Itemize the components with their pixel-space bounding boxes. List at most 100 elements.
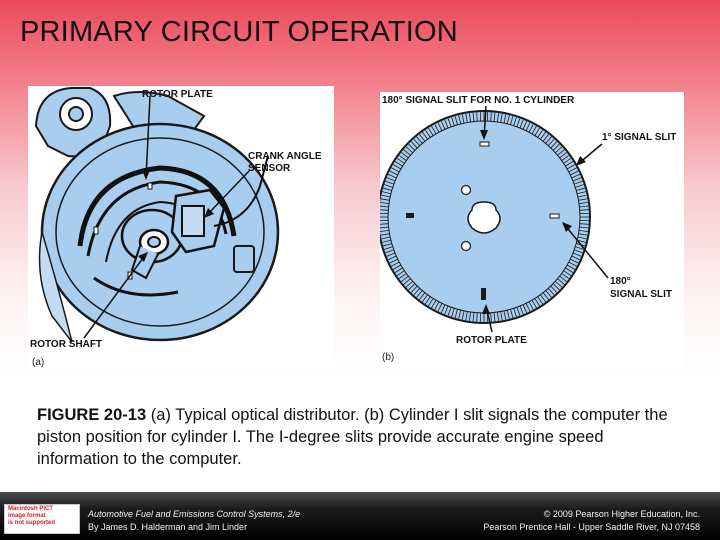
- slit-tick: [382, 191, 391, 195]
- footer-bar: Macintosh PICT image format is not suppo…: [0, 492, 720, 540]
- slit-tick: [424, 129, 431, 138]
- slide-title: PRIMARY CIRCUIT OPERATION: [20, 16, 458, 48]
- slit-tick: [571, 255, 581, 261]
- slit-tick: [500, 113, 503, 123]
- slit-tick: [419, 292, 426, 300]
- slit-tick: [465, 113, 468, 123]
- slit-tick: [516, 307, 521, 316]
- slit-tick: [382, 243, 392, 247]
- figure-a-distributor: ROTOR PLATE CRANK ANGLE SENSOR ROTOR SHA…: [28, 86, 334, 368]
- slit-tick: [451, 117, 455, 126]
- slit-tick: [574, 180, 583, 185]
- slit-tick: [579, 209, 589, 211]
- slit-tick: [545, 290, 552, 298]
- slit-tick: [408, 143, 416, 151]
- slit-tick: [531, 299, 537, 309]
- slit-tick: [571, 173, 581, 179]
- slit-tick: [577, 191, 586, 195]
- placeholder-line-3: is not supported: [8, 520, 55, 526]
- slit-tick: [490, 112, 492, 122]
- label-180: 180°: [610, 276, 631, 287]
- rotor-plate-diagram: [380, 105, 609, 333]
- slit-tick: [454, 309, 458, 319]
- slit-tick: [394, 161, 403, 167]
- slit-tick: [447, 118, 452, 127]
- slit-tick: [461, 310, 465, 320]
- slit-tick: [550, 285, 558, 293]
- slit-tick: [561, 154, 570, 161]
- slit-tick: [380, 223, 389, 225]
- slit-tick: [578, 198, 588, 201]
- slit-tick: [579, 226, 589, 229]
- slit-tick: [540, 131, 547, 140]
- slit-tick: [408, 283, 416, 291]
- slit-tick: [525, 303, 531, 312]
- figure-b-sublabel: (b): [382, 352, 395, 363]
- slit-tick: [385, 180, 394, 185]
- slit-tick: [421, 294, 428, 303]
- slit-tick: [565, 161, 574, 167]
- slit-tick: [513, 117, 517, 126]
- slit-top: [479, 141, 490, 147]
- slit-tick: [537, 296, 544, 305]
- slit-tick: [401, 152, 409, 159]
- slit-tick: [510, 115, 514, 125]
- slit-tick: [500, 311, 503, 321]
- slit-tick: [389, 170, 398, 176]
- figure-a-sublabel: (a): [32, 357, 45, 368]
- slit-tick: [566, 264, 576, 270]
- slit-tick: [413, 138, 421, 146]
- slit-tick: [403, 149, 411, 156]
- figure-number: FIGURE 20-13: [37, 406, 147, 424]
- label-1deg-slit: 1° SIGNAL SLIT: [602, 132, 677, 143]
- footer-book-title: Automotive Fuel and Emissions Control Sy…: [88, 509, 301, 519]
- slit-tick: [380, 205, 389, 208]
- slit-tick: [386, 177, 396, 182]
- slit-tick: [519, 119, 524, 129]
- slit-tick: [534, 127, 540, 136]
- slit-tick: [424, 296, 431, 305]
- slit-tick: [570, 258, 579, 264]
- slit-tick: [444, 119, 449, 129]
- slit-tick: [566, 164, 576, 170]
- slit-tick: [440, 120, 446, 130]
- figure-b-rotor-plate: 180° SIGNAL SLIT FOR NO. 1 CYLINDER 1° S…: [380, 92, 684, 368]
- slit-tick: [503, 114, 507, 124]
- slit-tick: [576, 187, 586, 191]
- slit-tick: [493, 112, 496, 122]
- slit-tick: [579, 201, 589, 205]
- slit-tick: [403, 278, 411, 285]
- slit-tick: [391, 167, 400, 173]
- label-signal-slit: SIGNAL SLIT: [610, 289, 673, 300]
- slit-tick: [384, 184, 393, 188]
- slit-tick: [398, 154, 407, 161]
- label-sensor: SENSOR: [248, 163, 291, 174]
- slit-tick: [410, 141, 418, 149]
- slit-tick: [516, 118, 521, 127]
- slit-tick: [386, 252, 396, 257]
- slit-tick: [559, 275, 567, 282]
- footer-publisher-info: © 2009 Pearson Higher Education, Inc. Pe…: [483, 508, 700, 534]
- slit-tick: [458, 310, 462, 319]
- slit-tick: [416, 136, 423, 144]
- slit-tick: [568, 167, 577, 173]
- slit-cylinder-1: [481, 288, 486, 300]
- slit-tick: [537, 129, 544, 138]
- slit-tick: [563, 157, 572, 164]
- footer-publisher: Pearson Prentice Hall - Upper Saddle Riv…: [483, 522, 700, 532]
- slit-tick: [579, 205, 589, 208]
- footer-book-info: Automotive Fuel and Emissions Control Sy…: [88, 508, 300, 534]
- slit-tick: [577, 236, 587, 240]
- placeholder-line-2: image format: [8, 513, 46, 519]
- slit-tick: [559, 152, 567, 159]
- slit-tick: [382, 187, 392, 191]
- footer-authors: By James D. Halderman and Jim Linder: [88, 522, 248, 532]
- slit-tick: [555, 146, 563, 154]
- one-degree-slit-ring: [380, 112, 589, 322]
- slit-tick: [396, 270, 405, 277]
- figure-caption: FIGURE 20-13 (a) Typical optical distrib…: [37, 404, 677, 470]
- slit-tick: [496, 312, 500, 322]
- slit-tick: [405, 146, 413, 154]
- slit-tick: [428, 298, 434, 307]
- slit-tick: [465, 311, 468, 321]
